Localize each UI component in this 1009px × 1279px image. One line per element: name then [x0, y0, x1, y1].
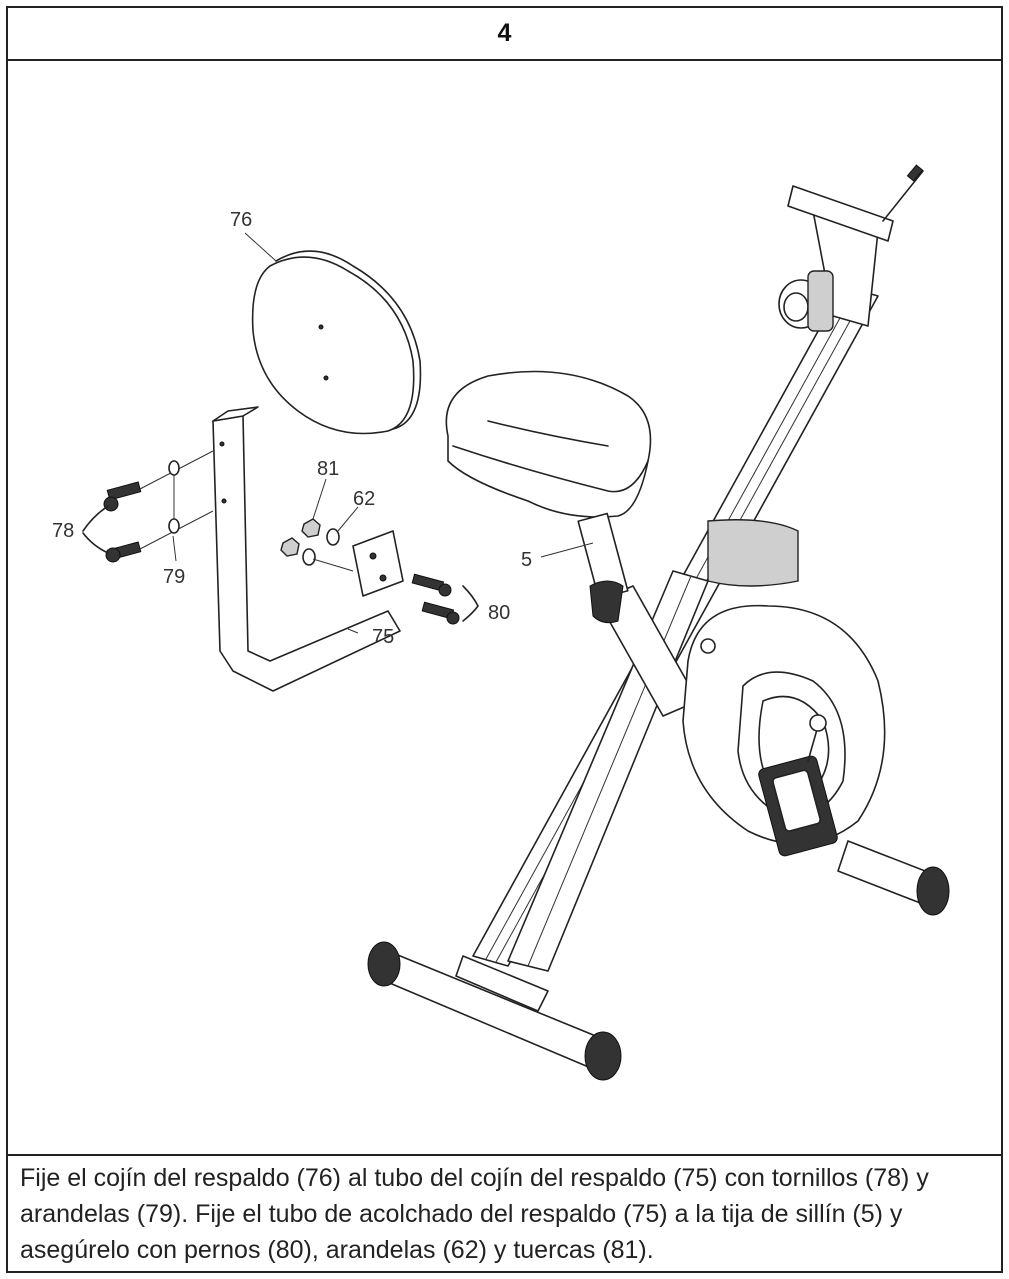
exercise-bike-drawing: 76 81 62 78 79 5 80 75 [52, 164, 950, 1081]
callout-78: 78 [52, 520, 74, 542]
callout-76: 76 [230, 209, 252, 231]
hardware-washers-79 [168, 460, 180, 534]
assembly-diagram: 76 81 62 78 79 5 80 75 [8, 61, 1001, 1156]
backrest-cushion [251, 250, 422, 435]
leader-lines [172, 232, 594, 634]
instruction-panel: 4 [6, 6, 1003, 1273]
hardware-bolts-80 [411, 573, 479, 625]
callout-62: 62 [353, 488, 375, 510]
flywheel-housing [682, 519, 886, 857]
callout-81: 81 [317, 458, 339, 480]
hardware-nuts-81-washers-62 [280, 518, 354, 572]
step-number: 4 [8, 8, 1001, 61]
bike-frame [472, 164, 924, 972]
front-base [367, 941, 622, 1081]
callout-75: 75 [372, 626, 394, 648]
callout-80: 80 [488, 602, 510, 624]
instruction-text: Fije el cojín del respaldo (76) al tubo … [20, 1164, 929, 1264]
hardware-screws-78 [82, 450, 214, 563]
bike-seat [445, 370, 652, 624]
callout-79: 79 [163, 566, 185, 588]
backrest-tube [212, 406, 404, 692]
callout-5: 5 [521, 549, 532, 571]
rear-base [837, 840, 950, 916]
